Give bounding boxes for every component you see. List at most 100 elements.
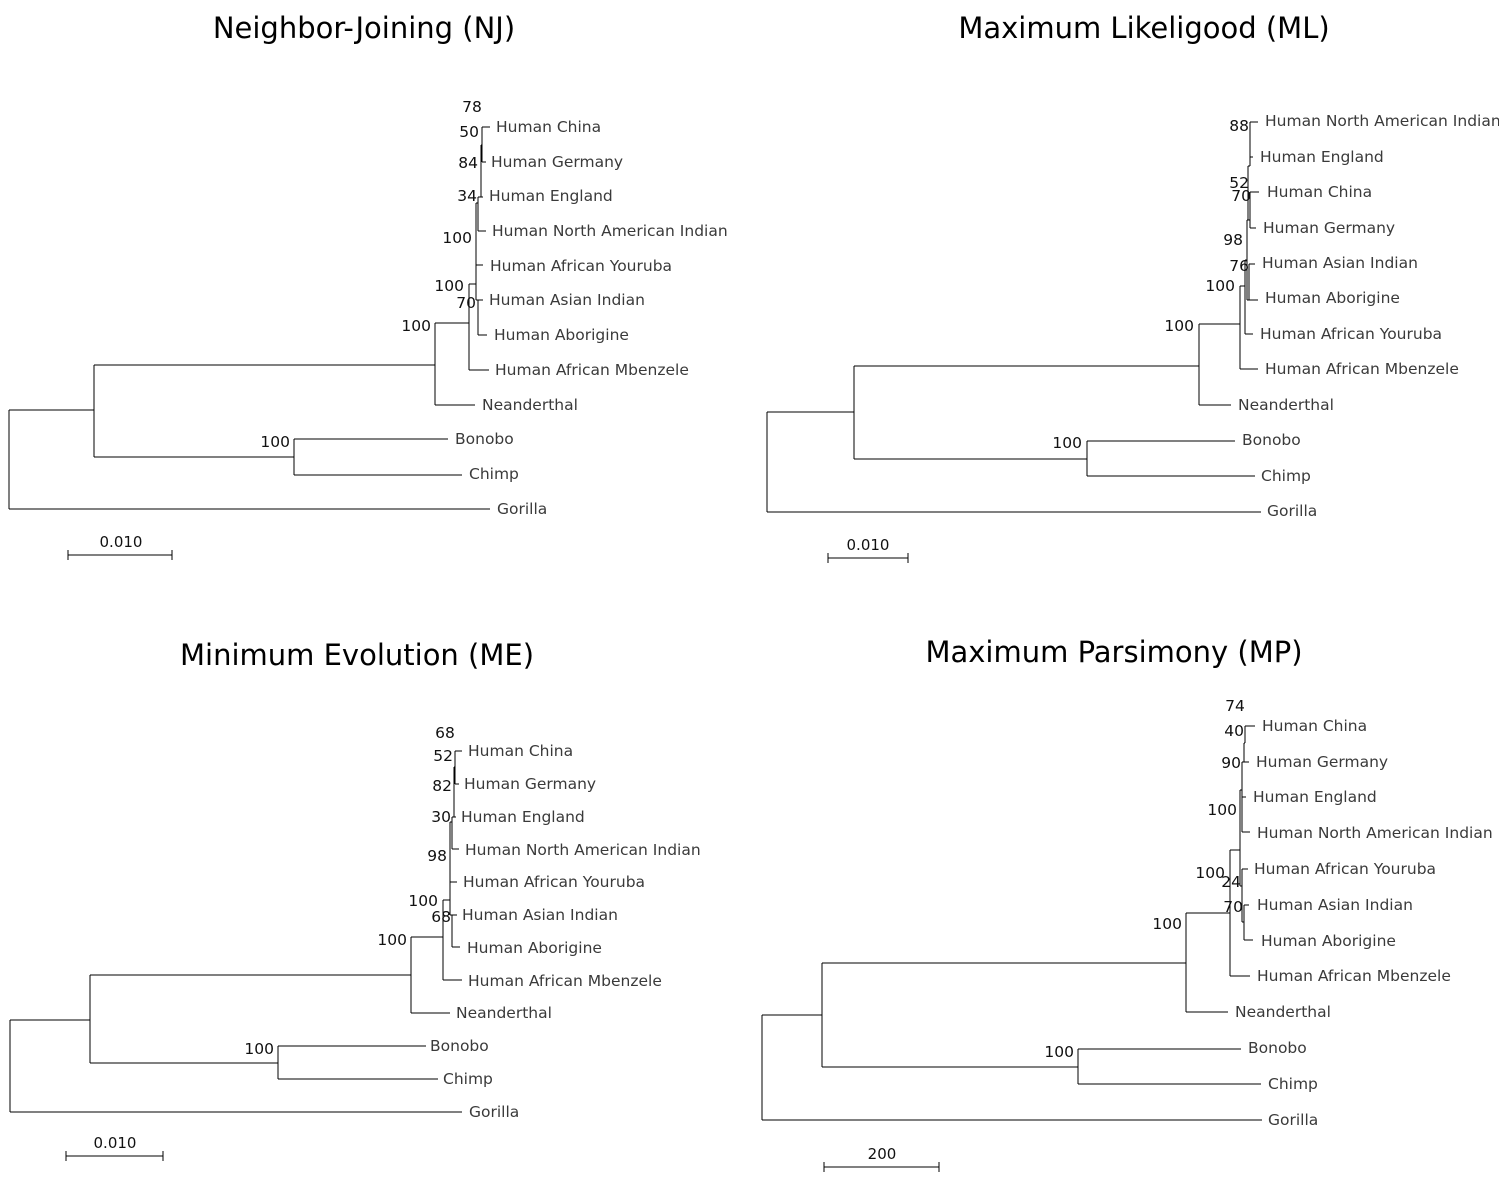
- leaf-label: Chimp: [1261, 467, 1311, 485]
- bootstrap-value: 34: [457, 187, 477, 205]
- bootstrap-value: 40: [1224, 722, 1244, 740]
- bootstrap-value: 68: [431, 908, 451, 926]
- panel-ml: Maximum Likeligood (ML): [766, 11, 1499, 563]
- leaf-label: Human African Youruba: [463, 873, 645, 891]
- scale-bar: 0.010: [65, 1134, 164, 1161]
- leaf-label: Human African Youruba: [1254, 860, 1436, 878]
- leaf-label: Human China: [1262, 717, 1367, 735]
- scale-bar: 0.010: [827, 536, 909, 563]
- bootstrap-value: 50: [459, 123, 479, 141]
- leaf-label: Human Asian Indian: [1257, 896, 1413, 914]
- bootstrap-value: 52: [1229, 174, 1249, 192]
- leaf-label: Human African Mbenzele: [468, 972, 662, 990]
- scale-bar-label: 0.010: [94, 1134, 137, 1152]
- leaf-label: Neanderthal: [1238, 396, 1334, 414]
- leaf-label: Neanderthal: [1235, 1003, 1331, 1021]
- scale-bar-line: [67, 550, 173, 560]
- bootstrap-value: 70: [1231, 187, 1251, 205]
- bootstrap-value: 100: [408, 892, 438, 910]
- bootstrap-value: 100: [1164, 317, 1194, 335]
- bootstrap-value: 100: [401, 317, 431, 335]
- panel-me: Minimum Evolution (ME): [9, 638, 701, 1161]
- scale-bar-line: [65, 1151, 164, 1161]
- bootstrap-value: 100: [377, 931, 407, 949]
- bootstrap-value: 74: [1225, 697, 1245, 715]
- leaf-label: Bonobo: [1248, 1039, 1307, 1057]
- bootstrap-value: 100: [1152, 915, 1182, 933]
- bootstrap-value: 52: [433, 747, 453, 765]
- bootstrap-values: 68 52 82 30 98 100 68 100 100: [244, 724, 454, 1058]
- leaf-label: Human China: [468, 742, 573, 760]
- leaf-label: Human Aborigine: [494, 326, 629, 344]
- bootstrap-value: 78: [462, 98, 482, 116]
- panel-title: Maximum Parsimony (MP): [925, 635, 1302, 669]
- leaf-label: Human England: [461, 808, 585, 826]
- panel-nj: Neighbor-Joining (NJ): [8, 11, 728, 560]
- bootstrap-value: 70: [1223, 898, 1243, 916]
- leaf-labels: Human China Human Germany Human England …: [430, 742, 701, 1121]
- leaf-label: Human Germany: [1256, 753, 1388, 771]
- leaf-labels: Human North American Indian Human Englan…: [1238, 112, 1499, 520]
- bootstrap-value: 100: [1195, 864, 1225, 882]
- leaf-label: Human Asian Indian: [462, 906, 618, 924]
- scale-bar-label: 0.010: [847, 536, 890, 554]
- leaf-labels: Human China Human Germany Human England …: [1235, 717, 1493, 1129]
- scale-bar-line: [823, 1162, 940, 1172]
- leaf-label: Human North American Indian: [1265, 112, 1499, 130]
- bootstrap-value: 100: [1205, 277, 1235, 295]
- bootstrap-values: 88 52 70 98 76 100 100 100: [1052, 117, 1251, 452]
- leaf-label: Human Germany: [491, 153, 623, 171]
- leaf-label: Gorilla: [497, 500, 547, 518]
- leaf-label: Gorilla: [469, 1103, 519, 1121]
- bootstrap-value: 84: [458, 154, 478, 172]
- bootstrap-value: 100: [434, 277, 464, 295]
- leaf-label: Human North American Indian: [492, 222, 728, 240]
- leaf-label: Bonobo: [430, 1037, 489, 1055]
- leaf-label: Human China: [496, 118, 601, 136]
- bootstrap-value: 70: [456, 294, 476, 312]
- leaf-label: Bonobo: [455, 430, 514, 448]
- leaf-label: Gorilla: [1267, 502, 1317, 520]
- leaf-label: Human Germany: [1263, 219, 1395, 237]
- leaf-labels: Human China Human Germany Human England …: [455, 118, 728, 518]
- panel-mp: Maximum Parsimony (MP): [761, 635, 1493, 1172]
- leaf-label: Human England: [1260, 148, 1384, 166]
- bootstrap-value: 88: [1229, 117, 1249, 135]
- bootstrap-values: 78 50 84 34 100 100 70 100 100: [260, 98, 481, 451]
- bootstrap-value: 100: [260, 433, 290, 451]
- tree-branches: [766, 121, 1261, 513]
- scale-bar: 200: [823, 1145, 940, 1172]
- panel-title: Minimum Evolution (ME): [180, 638, 534, 672]
- bootstrap-value: 24: [1221, 873, 1241, 891]
- bootstrap-value: 68: [435, 724, 455, 742]
- bootstrap-value: 100: [244, 1040, 274, 1058]
- leaf-label: Chimp: [469, 465, 519, 483]
- leaf-label: Neanderthal: [482, 396, 578, 414]
- leaf-label: Human Asian Indian: [1262, 254, 1418, 272]
- panel-title: Maximum Likeligood (ML): [958, 11, 1329, 45]
- tree-branches: [8, 126, 490, 510]
- tree-branches: [9, 750, 462, 1113]
- bootstrap-value: 98: [1223, 231, 1243, 249]
- leaf-label: Human England: [1253, 788, 1377, 806]
- leaf-label: Chimp: [1268, 1075, 1318, 1093]
- leaf-label: Human Aborigine: [467, 939, 602, 957]
- leaf-label: Human North American Indian: [1257, 824, 1493, 842]
- leaf-label: Human Asian Indian: [489, 291, 645, 309]
- leaf-label: Human England: [489, 187, 613, 205]
- leaf-label: Human African Mbenzele: [1257, 967, 1451, 985]
- leaf-label: Human Aborigine: [1265, 289, 1400, 307]
- leaf-label: Human China: [1267, 183, 1372, 201]
- leaf-label: Human North American Indian: [465, 841, 701, 859]
- tree-branches: [761, 725, 1262, 1121]
- leaf-label: Human African Mbenzele: [495, 361, 689, 379]
- bootstrap-value: 100: [442, 229, 472, 247]
- scale-bar: 0.010: [67, 533, 173, 560]
- panel-title: Neighbor-Joining (NJ): [213, 11, 515, 45]
- leaf-label: Human African Youruba: [490, 257, 672, 275]
- scale-bar-label: 0.010: [100, 533, 143, 551]
- bootstrap-value: 30: [431, 808, 451, 826]
- leaf-label: Human Aborigine: [1261, 932, 1396, 950]
- bootstrap-values: 74 40 90 100 100 24 70 100 100: [1044, 697, 1244, 1061]
